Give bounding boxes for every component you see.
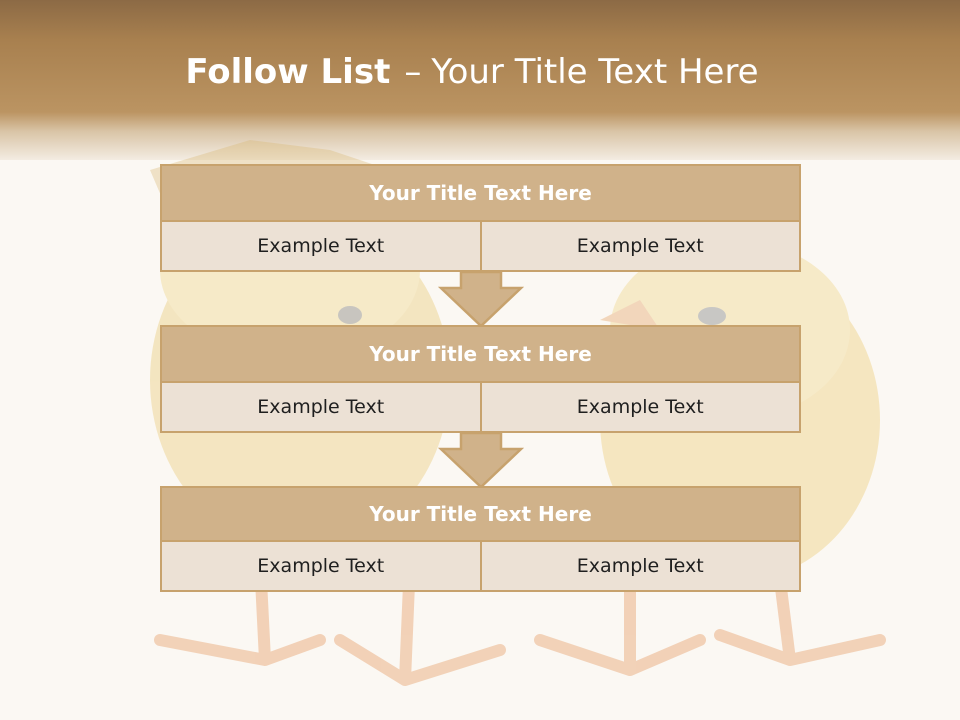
block-right-text[interactable]: Example Text (479, 542, 799, 590)
slide-title: Follow List–Your Title Text Here (0, 52, 944, 92)
slide-title-separator: – (404, 52, 422, 92)
slide-title-bold: Follow List (185, 52, 391, 92)
down-arrow-icon (438, 431, 524, 489)
block-right-text[interactable]: Example Text (479, 383, 799, 431)
title-banner (0, 0, 960, 160)
block-left-text[interactable]: Example Text (162, 542, 480, 590)
block-text-row: Example Text Example Text (160, 542, 801, 592)
block-title[interactable]: Your Title Text Here (160, 325, 801, 383)
block-right-text[interactable]: Example Text (479, 222, 799, 270)
block-title[interactable]: Your Title Text Here (160, 486, 801, 542)
list-block-2[interactable]: Your Title Text Here Example Text Exampl… (160, 325, 801, 433)
block-title[interactable]: Your Title Text Here (160, 164, 801, 222)
block-text-row: Example Text Example Text (160, 383, 801, 433)
block-left-text[interactable]: Example Text (162, 383, 480, 431)
down-arrow-icon (438, 270, 524, 328)
list-block-3[interactable]: Your Title Text Here Example Text Exampl… (160, 486, 801, 592)
block-left-text[interactable]: Example Text (162, 222, 480, 270)
list-block-1[interactable]: Your Title Text Here Example Text Exampl… (160, 164, 801, 272)
slide-title-rest: Your Title Text Here (431, 52, 759, 92)
block-text-row: Example Text Example Text (160, 222, 801, 272)
